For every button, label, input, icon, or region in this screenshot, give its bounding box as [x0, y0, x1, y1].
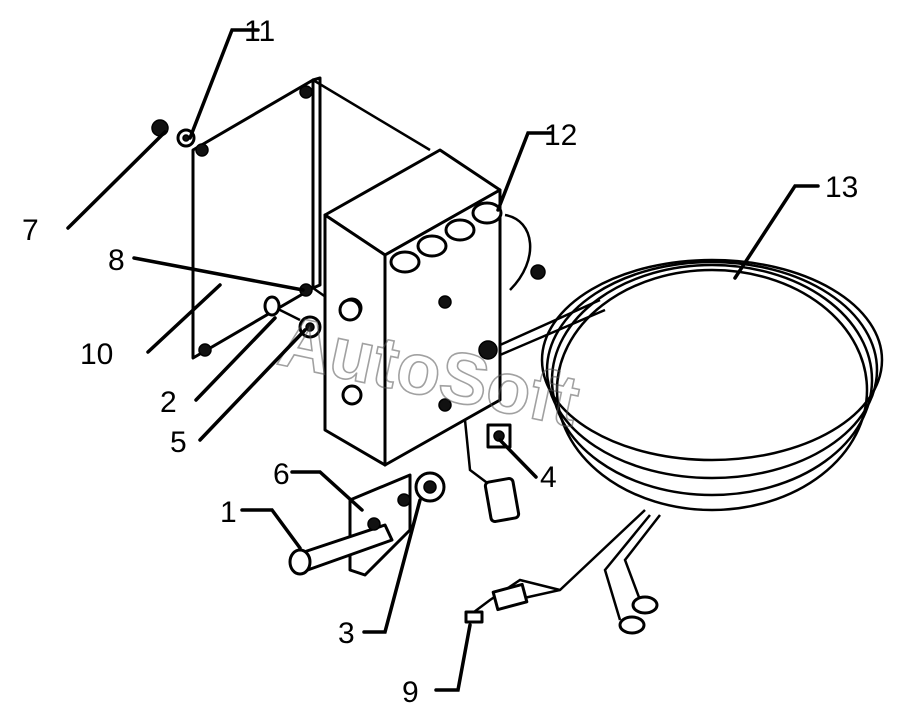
- callout-4: 4: [540, 461, 557, 494]
- control-box: [323, 148, 546, 467]
- mounting-plate: [191, 76, 431, 360]
- bracket-assembly: [288, 471, 446, 577]
- callout-3: 3: [338, 617, 355, 650]
- callout-8: 8: [108, 244, 125, 277]
- cable-coil: [464, 258, 884, 635]
- callouts: 11 7 8 10 2 5 12 13 4 6 1 3 9: [22, 15, 858, 709]
- callout-12: 12: [544, 119, 577, 152]
- callout-6: 6: [273, 458, 290, 491]
- callout-11: 11: [244, 15, 275, 48]
- callout-13: 13: [825, 171, 858, 204]
- callout-2: 2: [160, 386, 177, 419]
- callout-7: 7: [22, 214, 39, 247]
- callout-10: 10: [80, 338, 113, 371]
- callout-5: 5: [170, 426, 187, 459]
- callout-1: 1: [220, 496, 237, 529]
- callout-9: 9: [402, 676, 419, 709]
- leader-lines: [66, 28, 820, 692]
- fasteners: [151, 119, 521, 523]
